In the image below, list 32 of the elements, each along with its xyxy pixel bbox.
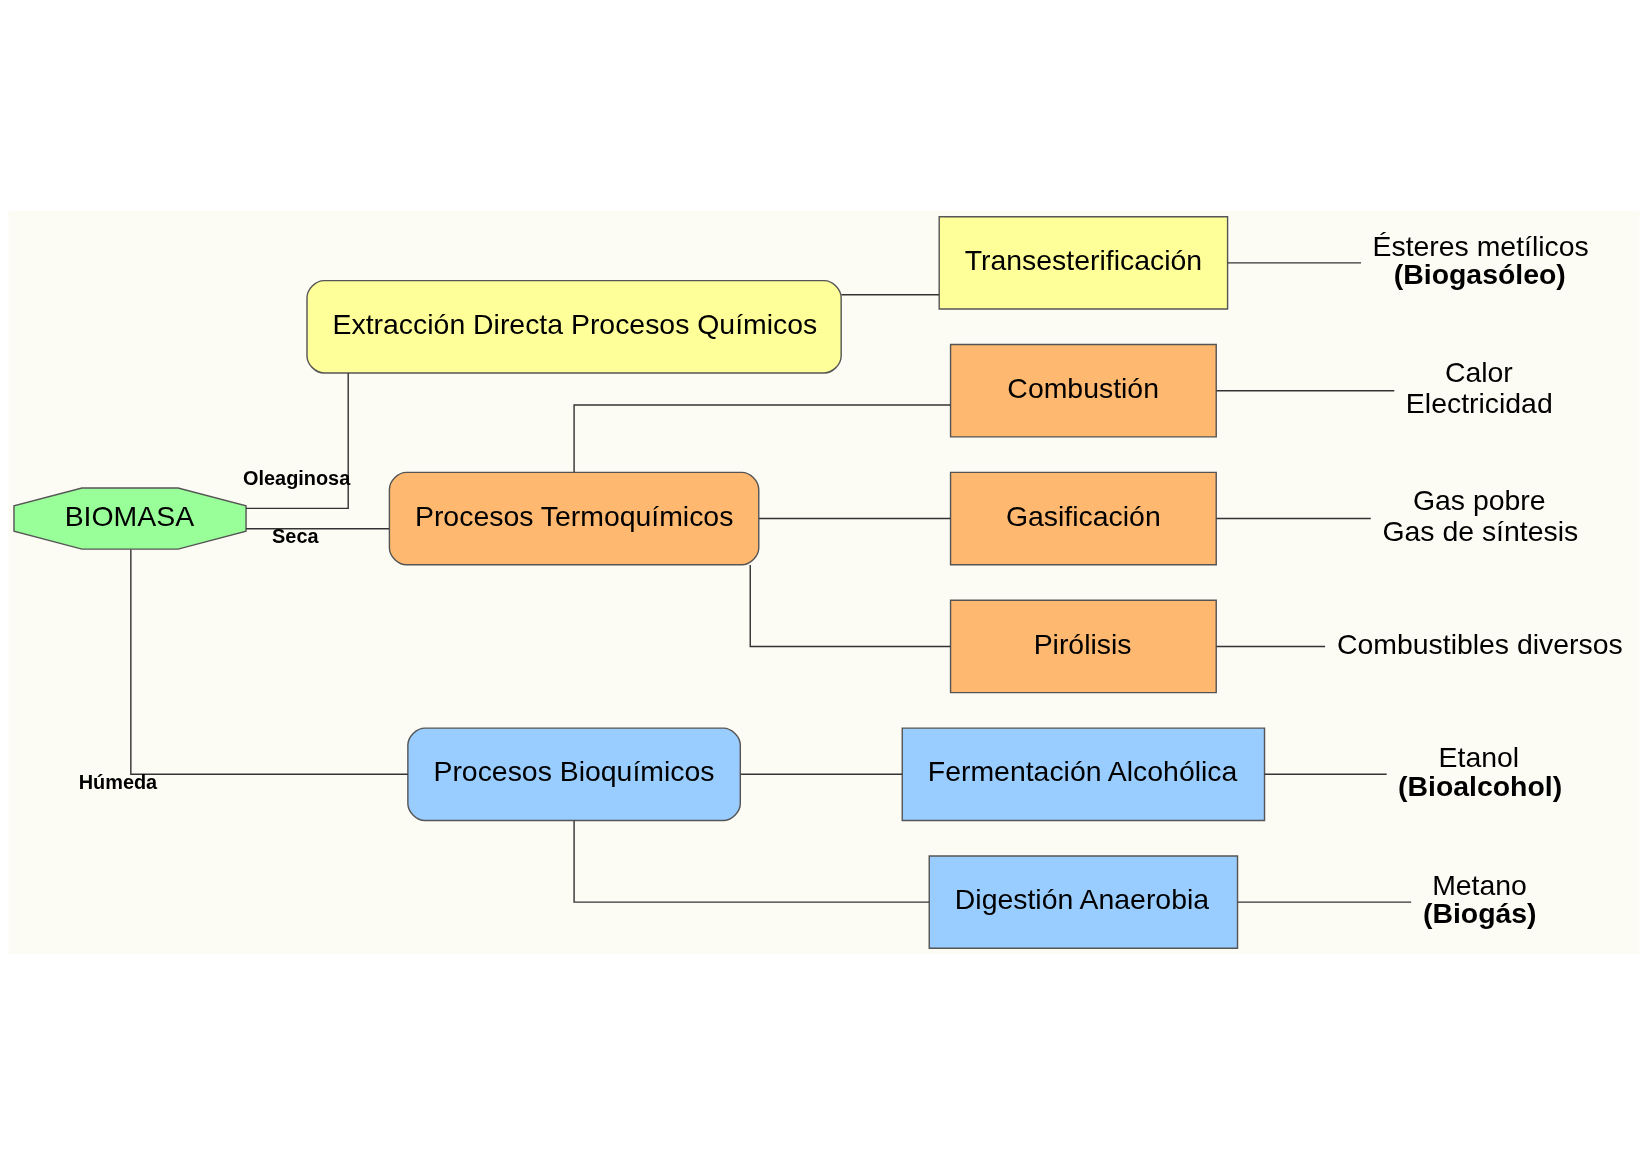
node-box: Pirólisis: [949, 599, 1217, 693]
node-text: Calor Electricidad: [1405, 355, 1553, 419]
node-box: Extracción Directa Procesos Químicos: [306, 279, 842, 374]
node-text: Ésteres metílicos (Biogasóleo): [1372, 229, 1589, 290]
node-box: Fermentación Alcohólica: [901, 726, 1266, 821]
connector: [1237, 900, 1412, 903]
connector: [758, 517, 951, 519]
edge-label: Húmeda: [78, 770, 158, 793]
node-box: Procesos Termoquímicos: [388, 471, 760, 565]
connector: [1215, 517, 1372, 519]
connector: [573, 403, 951, 473]
connector: [749, 563, 951, 647]
node-text: Etanol (Bioalcohol): [1398, 740, 1563, 802]
connector: [245, 371, 349, 509]
connector: [1215, 389, 1395, 391]
node-box: Combustión: [949, 343, 1217, 438]
connector: [245, 527, 390, 529]
node-box: Digestión Anaerobia: [928, 854, 1239, 949]
connector: [740, 773, 903, 775]
connector: [1215, 645, 1326, 647]
node-text: Metano (Biogás): [1422, 868, 1537, 929]
node-text: Combustibles diversos: [1336, 627, 1623, 660]
connector: [130, 548, 409, 775]
node-box: Procesos Bioquímicos: [407, 726, 741, 821]
node-box: Gasificación: [949, 471, 1217, 565]
connector: [840, 293, 940, 296]
connector: [1264, 773, 1388, 775]
node-text: Gas pobre Gas de síntesis: [1382, 483, 1579, 547]
edge-label: Seca: [272, 524, 319, 547]
connector: [1226, 261, 1362, 264]
connector: [573, 819, 930, 903]
node-box: Transesterificación: [938, 215, 1229, 310]
